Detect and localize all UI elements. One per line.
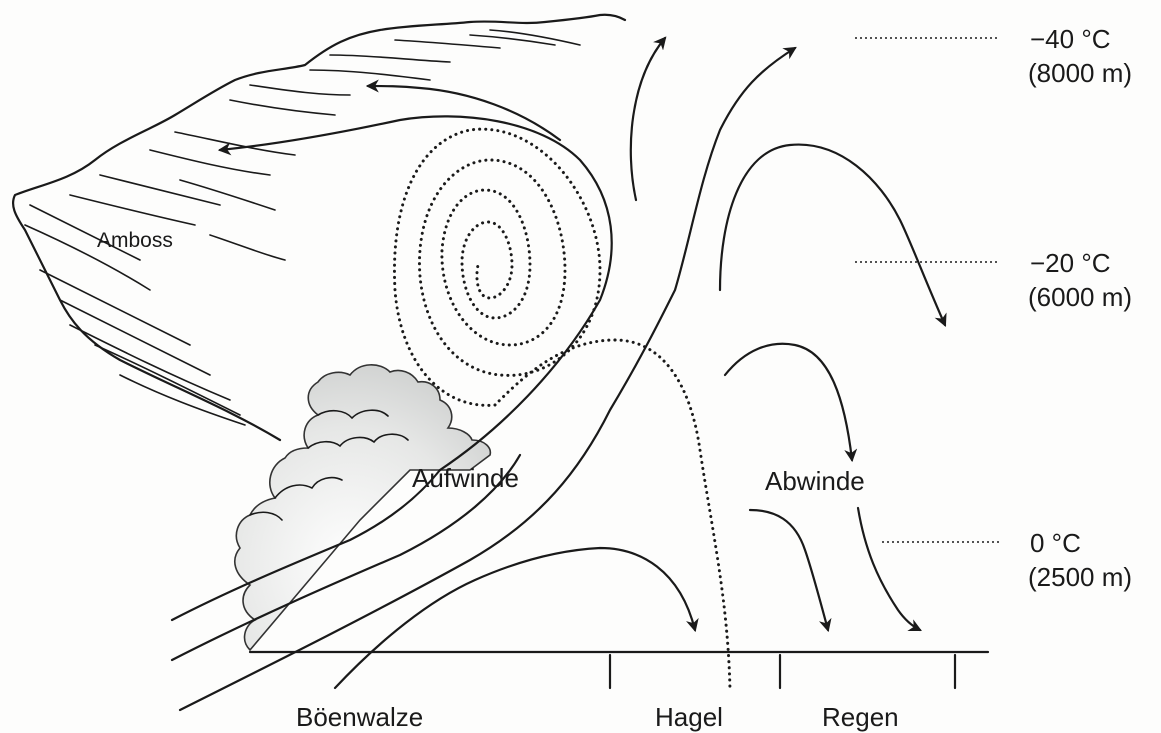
level-1-temp: −40 °C — [1030, 24, 1111, 54]
level-3-temp: 0 °C — [1030, 528, 1081, 558]
rain-arrow-right — [858, 508, 920, 630]
level-3-height: (2500 m) — [1028, 562, 1132, 592]
top-updraft-arrow — [631, 38, 665, 200]
gust-roll-label: Böenwalze — [296, 702, 423, 732]
level-2-height: (6000 m) — [1028, 282, 1132, 312]
rain-label: Regen — [822, 702, 899, 732]
level-2-temp: −20 °C — [1030, 248, 1111, 278]
cumulus-cloud — [235, 365, 491, 650]
flow-arrows — [368, 38, 945, 630]
upper-return-arrow — [368, 86, 560, 140]
hail-label: Hagel — [655, 702, 723, 732]
level-1-height: (8000 m) — [1028, 58, 1132, 88]
descending-arrow-upper — [720, 145, 945, 325]
anvil-hatching — [25, 30, 580, 425]
anvil-label: Amboss — [97, 229, 173, 252]
anvil-outline — [13, 15, 625, 440]
rain-arrow-left — [750, 510, 828, 630]
descending-arrow-mid — [725, 344, 852, 460]
downdrafts-label: Abwinde — [765, 466, 865, 496]
level-guides — [855, 38, 1000, 542]
updrafts-label: Aufwinde — [412, 463, 519, 493]
ground — [250, 652, 988, 688]
